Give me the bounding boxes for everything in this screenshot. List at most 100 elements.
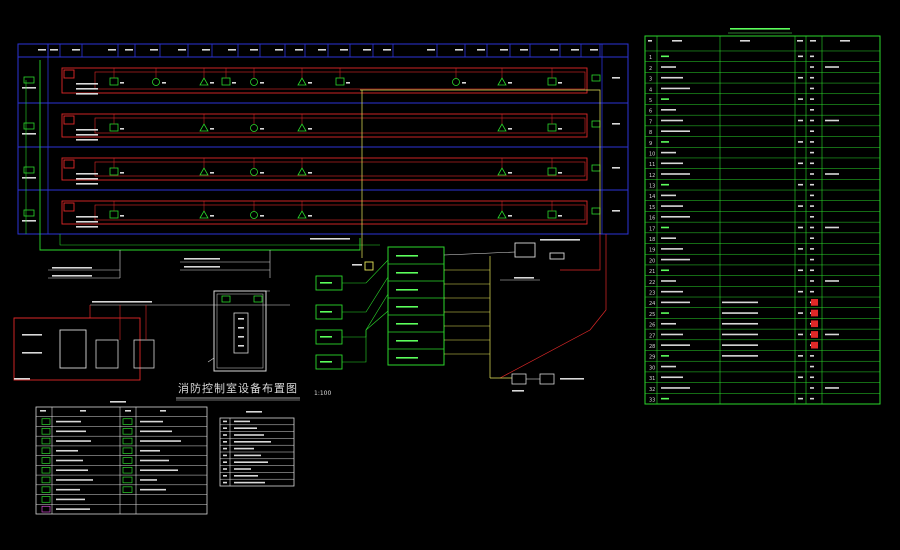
notes-index <box>223 447 227 450</box>
device-count <box>260 82 264 84</box>
material-qty <box>810 280 814 282</box>
heat-detector-icon <box>250 168 258 176</box>
device-count <box>120 172 124 174</box>
material-qty <box>810 194 814 197</box>
device-count <box>210 215 214 217</box>
material-qty <box>810 173 814 175</box>
material-qty <box>810 355 814 357</box>
material-header-text <box>648 40 652 42</box>
material-unit <box>798 141 803 143</box>
material-qty <box>810 183 814 186</box>
material-name <box>661 248 683 250</box>
desk-label <box>238 336 244 338</box>
material-unit <box>798 269 803 272</box>
peripheral-label <box>320 336 332 338</box>
heat-detector-icon <box>250 78 258 86</box>
floor-terminal-icon <box>591 164 601 172</box>
material-row-number: 23 <box>649 291 655 297</box>
notes-index <box>223 454 227 457</box>
loop-notation <box>76 139 98 141</box>
input-module-icon <box>63 69 75 79</box>
material-name <box>661 151 676 154</box>
legend-description <box>56 488 80 491</box>
device-count <box>308 215 312 217</box>
leader-text <box>514 277 534 279</box>
material-qty <box>810 151 814 154</box>
heat-detector-icon <box>152 78 160 86</box>
device-count <box>162 82 166 84</box>
notes-text <box>234 427 257 429</box>
floor-number <box>612 77 620 79</box>
fire-linkage-bus <box>360 89 601 234</box>
legend-symbol-icon <box>122 486 133 493</box>
loop-notation <box>76 173 98 175</box>
legend-description <box>140 449 160 452</box>
alarm-loop-inner <box>94 204 586 221</box>
material-highlight <box>811 341 818 349</box>
notes-index <box>223 434 227 436</box>
header-text <box>427 49 435 51</box>
alarm-loop <box>61 113 588 138</box>
legend-symbol-icon <box>41 447 51 454</box>
material-row-number: 15 <box>649 205 655 211</box>
input-module-icon <box>63 202 75 212</box>
notes-title <box>246 411 262 413</box>
legend-description <box>56 498 85 501</box>
floor-terminal-icon <box>591 120 601 128</box>
material-qty <box>810 248 814 250</box>
legend-description <box>140 459 169 462</box>
material-unit <box>798 205 803 207</box>
desk-label <box>238 327 244 329</box>
alarm-loop <box>61 157 588 181</box>
zone-lead <box>14 305 91 319</box>
material-unit <box>798 290 803 293</box>
device-count <box>210 128 214 130</box>
legend-symbol-icon <box>41 486 51 493</box>
smoke-detector-icon <box>547 123 557 132</box>
material-name <box>661 355 669 357</box>
alarm-bell-icon <box>297 123 307 132</box>
zone-label <box>22 334 42 336</box>
header-text <box>571 49 579 51</box>
material-name <box>661 387 690 389</box>
header-text <box>550 49 558 51</box>
legend-description <box>56 508 90 510</box>
alarm-bell-icon <box>497 167 507 176</box>
material-note <box>825 66 839 68</box>
legend-symbol-icon <box>122 476 133 484</box>
material-table-title <box>730 28 790 30</box>
header-text <box>295 49 303 51</box>
material-note <box>825 333 839 336</box>
material-row-number: 24 <box>649 301 655 307</box>
relay-label <box>352 264 362 266</box>
material-name <box>661 344 690 346</box>
material-highlight <box>811 331 818 338</box>
computer-link <box>443 251 516 256</box>
material-row-number: 4 <box>649 87 652 93</box>
material-qty <box>810 269 814 272</box>
material-name <box>661 141 669 143</box>
device-count <box>508 172 512 174</box>
smoke-detector-icon <box>109 77 119 86</box>
material-row-number: 32 <box>649 387 655 393</box>
alarm-bell-icon <box>297 77 307 86</box>
material-row-number: 2 <box>649 66 652 72</box>
material-row-number: 30 <box>649 365 655 371</box>
legend-title <box>110 401 126 403</box>
zone-caption <box>14 378 30 380</box>
control-room-zone <box>13 317 141 381</box>
alarm-bell-icon <box>297 210 307 219</box>
material-row-number: 33 <box>649 398 655 404</box>
legend-symbol-icon <box>41 437 51 445</box>
header-text <box>455 49 463 51</box>
material-note <box>825 280 839 282</box>
material-qty <box>810 397 814 400</box>
alarm-bell-icon <box>297 167 307 176</box>
material-name <box>661 109 676 111</box>
material-row-number: 18 <box>649 237 655 243</box>
fire-host-cabinet <box>59 329 87 369</box>
legend-description <box>56 440 91 442</box>
peripheral-wire <box>342 293 389 338</box>
legend-description <box>56 459 83 462</box>
